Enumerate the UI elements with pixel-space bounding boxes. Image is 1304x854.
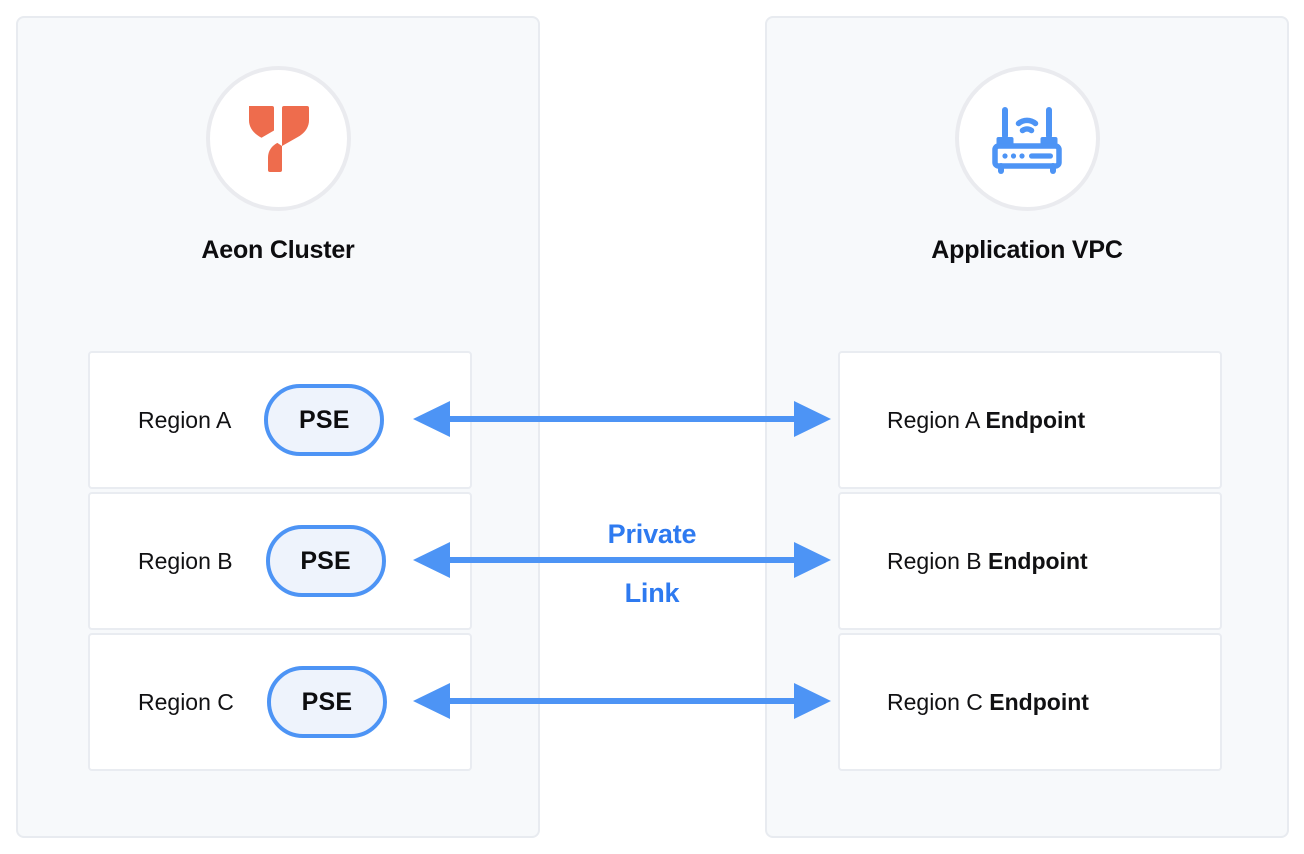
application-vpc-endpoint-list: Region A Endpoint Region B Endpoint Regi… (838, 351, 1222, 774)
private-link-label-line1: Private (607, 519, 697, 549)
aeon-cluster-region-list: Region A PSE Region B PSE Region C PSE (88, 351, 472, 774)
table-row[interactable]: Region C Endpoint (838, 633, 1222, 771)
region-label-c: Region C (138, 688, 234, 715)
endpoint-label-c: Region C Endpoint (840, 689, 1089, 716)
aeon-cluster-title: Aeon Cluster (201, 236, 355, 264)
endpoint-label-b: Region B Endpoint (840, 548, 1088, 575)
pse-node-a[interactable]: PSE (264, 384, 385, 456)
region-row-c-content: Region C PSE (90, 666, 387, 738)
table-row[interactable]: Region A PSE (88, 351, 472, 489)
application-vpc-header: Application VPC (767, 66, 1287, 263)
endpoint-prefix-b: Region B (887, 547, 989, 574)
application-vpc-title: Application VPC (931, 236, 1123, 264)
region-label-a: Region A (138, 406, 232, 433)
endpoint-bold-a: Endpoint (985, 406, 1086, 433)
pse-node-c[interactable]: PSE (266, 666, 387, 738)
application-vpc-panel: Application VPC Region A Endpoint Region… (765, 16, 1289, 838)
aeon-cluster-panel: Aeon Cluster Region A PSE Region B PSE R… (16, 16, 540, 838)
private-link-label: Private Link (552, 505, 752, 622)
endpoint-prefix-a: Region A (887, 406, 986, 433)
region-label-b: Region B (138, 547, 233, 574)
pse-node-b[interactable]: PSE (265, 525, 386, 597)
table-row[interactable]: Region A Endpoint (838, 351, 1222, 489)
router-wifi-icon (954, 66, 1100, 211)
table-row[interactable]: Region B Endpoint (838, 492, 1222, 630)
endpoint-bold-b: Endpoint (988, 547, 1088, 574)
aeon-cluster-header: Aeon Cluster (18, 66, 538, 263)
table-row[interactable]: Region C PSE (88, 633, 472, 771)
region-row-a-content: Region A PSE (90, 384, 385, 456)
endpoint-label-a: Region A Endpoint (840, 407, 1085, 434)
table-row[interactable]: Region B PSE (88, 492, 472, 630)
private-link-label-line2: Link (624, 578, 680, 608)
endpoint-bold-c: Endpoint (989, 688, 1089, 715)
endpoint-prefix-c: Region C (887, 688, 990, 715)
aeon-logo-icon (205, 66, 351, 211)
region-row-b-content: Region B PSE (90, 525, 386, 597)
